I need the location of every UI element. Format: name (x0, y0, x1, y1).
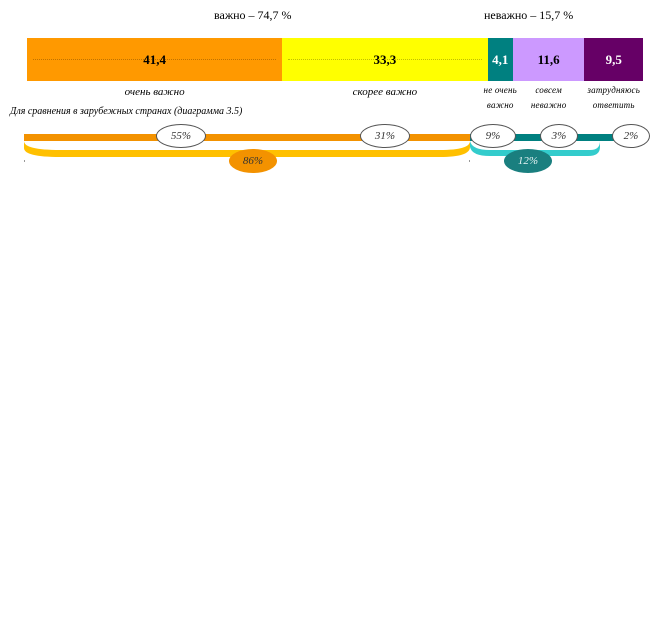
bar-value-label: 41,4 (143, 51, 166, 67)
comparison-total-important: 86% (229, 149, 277, 173)
bar-segment-not-very-important: 4,1 (487, 38, 513, 81)
band-not-important-bracket (470, 141, 600, 156)
category-label-line: важно (486, 100, 514, 110)
bar-segment-hard-to-say: 9,5 (584, 38, 643, 81)
category-label-line: неважно (530, 100, 567, 110)
comparison-oval-not-very-important: 9% (470, 124, 516, 148)
category-label-line: не очень (483, 85, 517, 95)
category-label-hard-to-say: затрудняюсь ответить (579, 83, 649, 113)
comparison-bands (24, 134, 640, 162)
bar-segment-rather-important: 33,3 (282, 38, 488, 81)
comparison-oval-very-important: 55% (156, 124, 206, 148)
band-important (24, 134, 470, 141)
bar-value-label: 33,3 (373, 51, 397, 67)
group-label-not-important: неважно – 15,7 % (484, 8, 574, 22)
comparison-oval-not-important: 3% (540, 124, 578, 148)
category-label-line: скорее важно (352, 86, 418, 98)
band-mid-tick (469, 160, 470, 162)
group-label-important: важно – 74,7 % (214, 8, 292, 22)
comparison-subtitle: Для сравнения в зарубежных странах (диаг… (10, 106, 243, 117)
category-label-line: затрудняюсь (587, 85, 640, 95)
bar-value-label: 11,6 (537, 51, 560, 67)
comparison-oval-rather-important: 31% (360, 124, 410, 148)
bar-value-label: 4,1 (492, 51, 509, 67)
comparison-total-not-important: 12% (504, 149, 552, 173)
category-label-rather-important: скорее важно (282, 85, 487, 100)
band-important-bracket (24, 141, 470, 157)
stacked-bar: 41,4 33,3 4,1 11,6 9,5 (0, 0, 655, 100)
category-label-line: очень важно (124, 86, 185, 98)
category-label-line: совсем (535, 85, 562, 95)
band-start-tick (24, 160, 25, 162)
category-label-line: ответить (592, 100, 635, 110)
category-label-very-important: очень важно (27, 85, 282, 100)
bar-value-label: 9,5 (605, 51, 622, 67)
category-label-not-important: совсем неважно (513, 83, 585, 113)
category-label-not-very-important: не очень важно (465, 83, 535, 113)
comparison-oval-hard-to-say: 2% (612, 124, 650, 148)
bar-segment-not-important: 11,6 (512, 38, 585, 81)
bar-segment-very-important: 41,4 (27, 38, 283, 81)
